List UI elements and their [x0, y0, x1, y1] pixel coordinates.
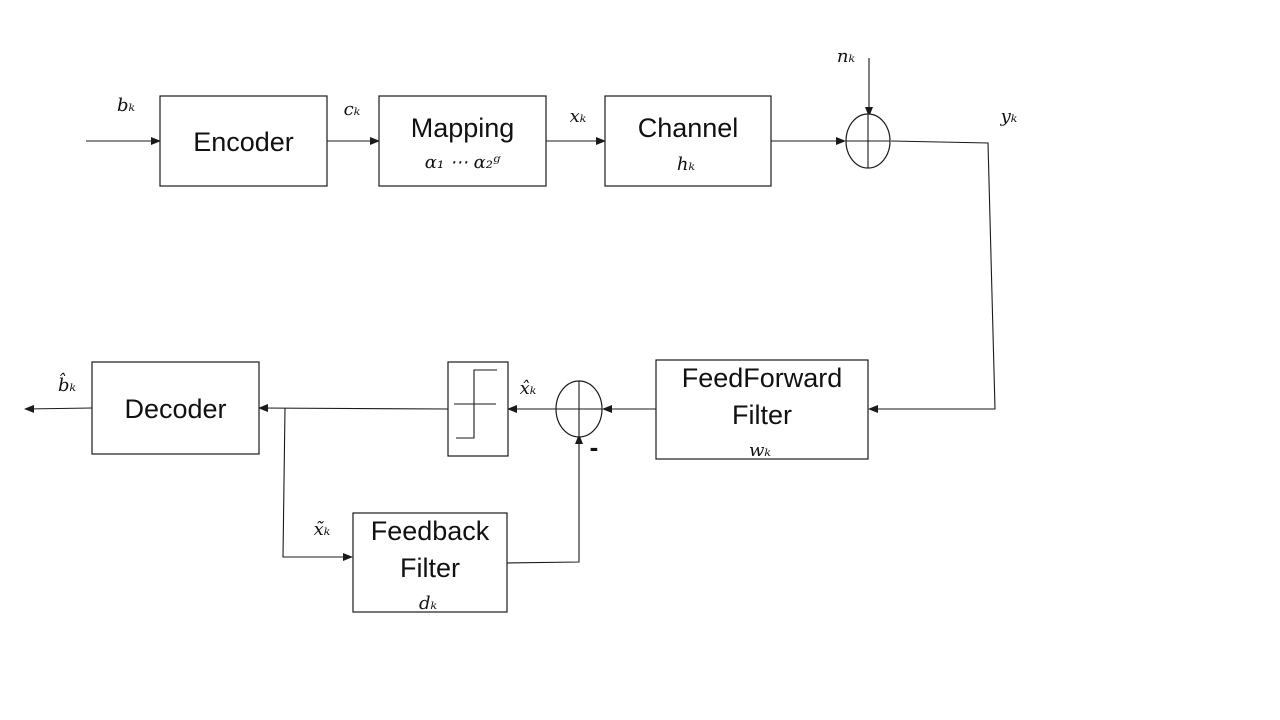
mapping-label: Mapping: [411, 113, 515, 143]
mapping-alphabet-label: α₁ ⋯ α₂ᵍ: [425, 152, 501, 173]
channel-label: Channel: [638, 113, 739, 143]
feedback-filter-block: Feedback Filter dₖ: [352, 512, 508, 614]
feedback-title-line1: Feedback: [371, 516, 490, 546]
output-wire: [24, 404, 93, 413]
channel-param-label: hₖ: [677, 154, 696, 175]
encoder-label: Encoder: [193, 127, 294, 157]
decoder-label: Decoder: [124, 394, 226, 424]
input-bits-label: bₖ: [117, 95, 136, 116]
encoder-block: Encoder: [159, 95, 328, 187]
subtractor: [555, 380, 603, 438]
symbols-label: xₖ: [570, 106, 587, 127]
feedforward-filter-block: FeedForward Filter wₖ: [655, 359, 869, 461]
subtract-sign-label: -: [590, 432, 599, 462]
equalized-estimate-label: x̂ₖ: [520, 378, 537, 399]
decoded-bits-label: b̂ₖ: [58, 371, 77, 396]
feedforward-title-line1: FeedForward: [682, 363, 843, 393]
feedforward-title-line2: Filter: [732, 400, 792, 430]
coded-bits-label: cₖ: [344, 99, 361, 120]
mapping-block: Mapping α₁ ⋯ α₂ᵍ: [378, 95, 547, 187]
received-signal-wire: [868, 140, 996, 413]
slicer-to-decoder-wire: [258, 404, 449, 413]
decision-feedback-wire: [282, 407, 353, 561]
feedback-param-label: dₖ: [419, 593, 438, 614]
received-signal-label: yₖ: [1000, 106, 1018, 127]
slicer-block: [447, 361, 509, 457]
channel-block: Channel hₖ: [604, 95, 772, 187]
feedback-to-subtractor-wire: [506, 434, 583, 564]
noise-label: nₖ: [837, 46, 856, 67]
decision-label: x̃ₖ: [314, 519, 331, 540]
noise-adder: [845, 113, 891, 169]
decoder-block: Decoder: [91, 361, 260, 455]
feedforward-param-label: wₖ: [749, 440, 771, 461]
feedback-title-line2: Filter: [400, 553, 460, 583]
